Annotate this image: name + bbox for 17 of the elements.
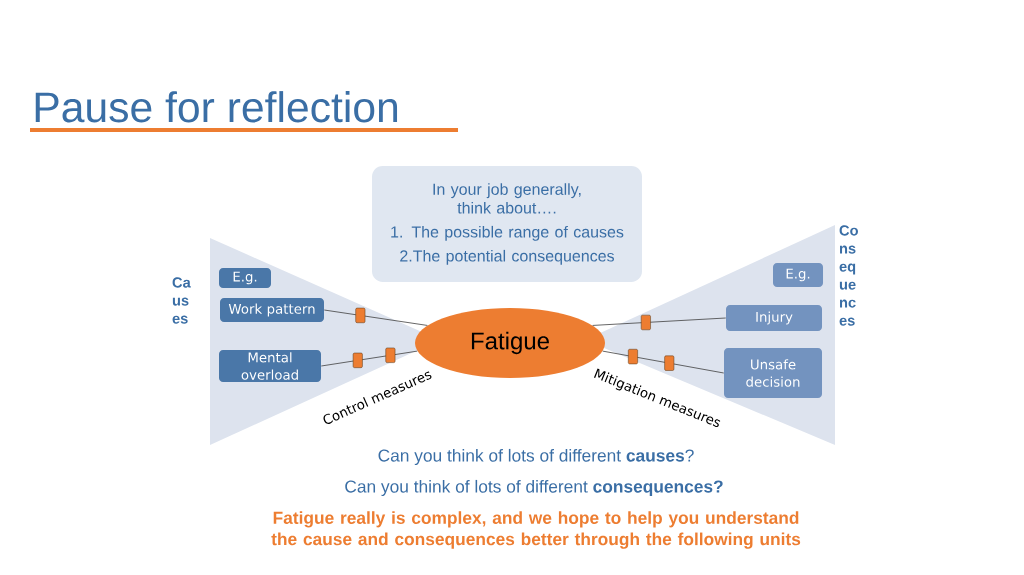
example-box: E.g. xyxy=(773,263,823,287)
info-box: In your job generally, think about…. 1. The possible range of causes 2.The potential consequences xyxy=(372,166,642,282)
example-box: Unsafe decision xyxy=(724,348,822,398)
example-box: Work pattern xyxy=(220,298,324,322)
connector xyxy=(320,350,418,367)
connector xyxy=(592,317,727,326)
side-heading: Causes xyxy=(172,277,191,324)
connector xyxy=(602,350,725,374)
example-box: Injury xyxy=(726,305,822,331)
side-heading: Consequences xyxy=(839,225,858,326)
example-box: E.g. xyxy=(219,268,271,288)
question: Can you think of lots of different consequences? xyxy=(345,479,723,497)
question: Can you think of lots of different causes? xyxy=(378,448,694,466)
closing-note: Fatigue really is complex, and we hope to help you understand the cause and consequences better through the following units xyxy=(271,511,801,549)
title: Pause for reflection xyxy=(35,91,398,123)
connector xyxy=(323,309,428,326)
example-box: Mental overload xyxy=(219,350,321,382)
